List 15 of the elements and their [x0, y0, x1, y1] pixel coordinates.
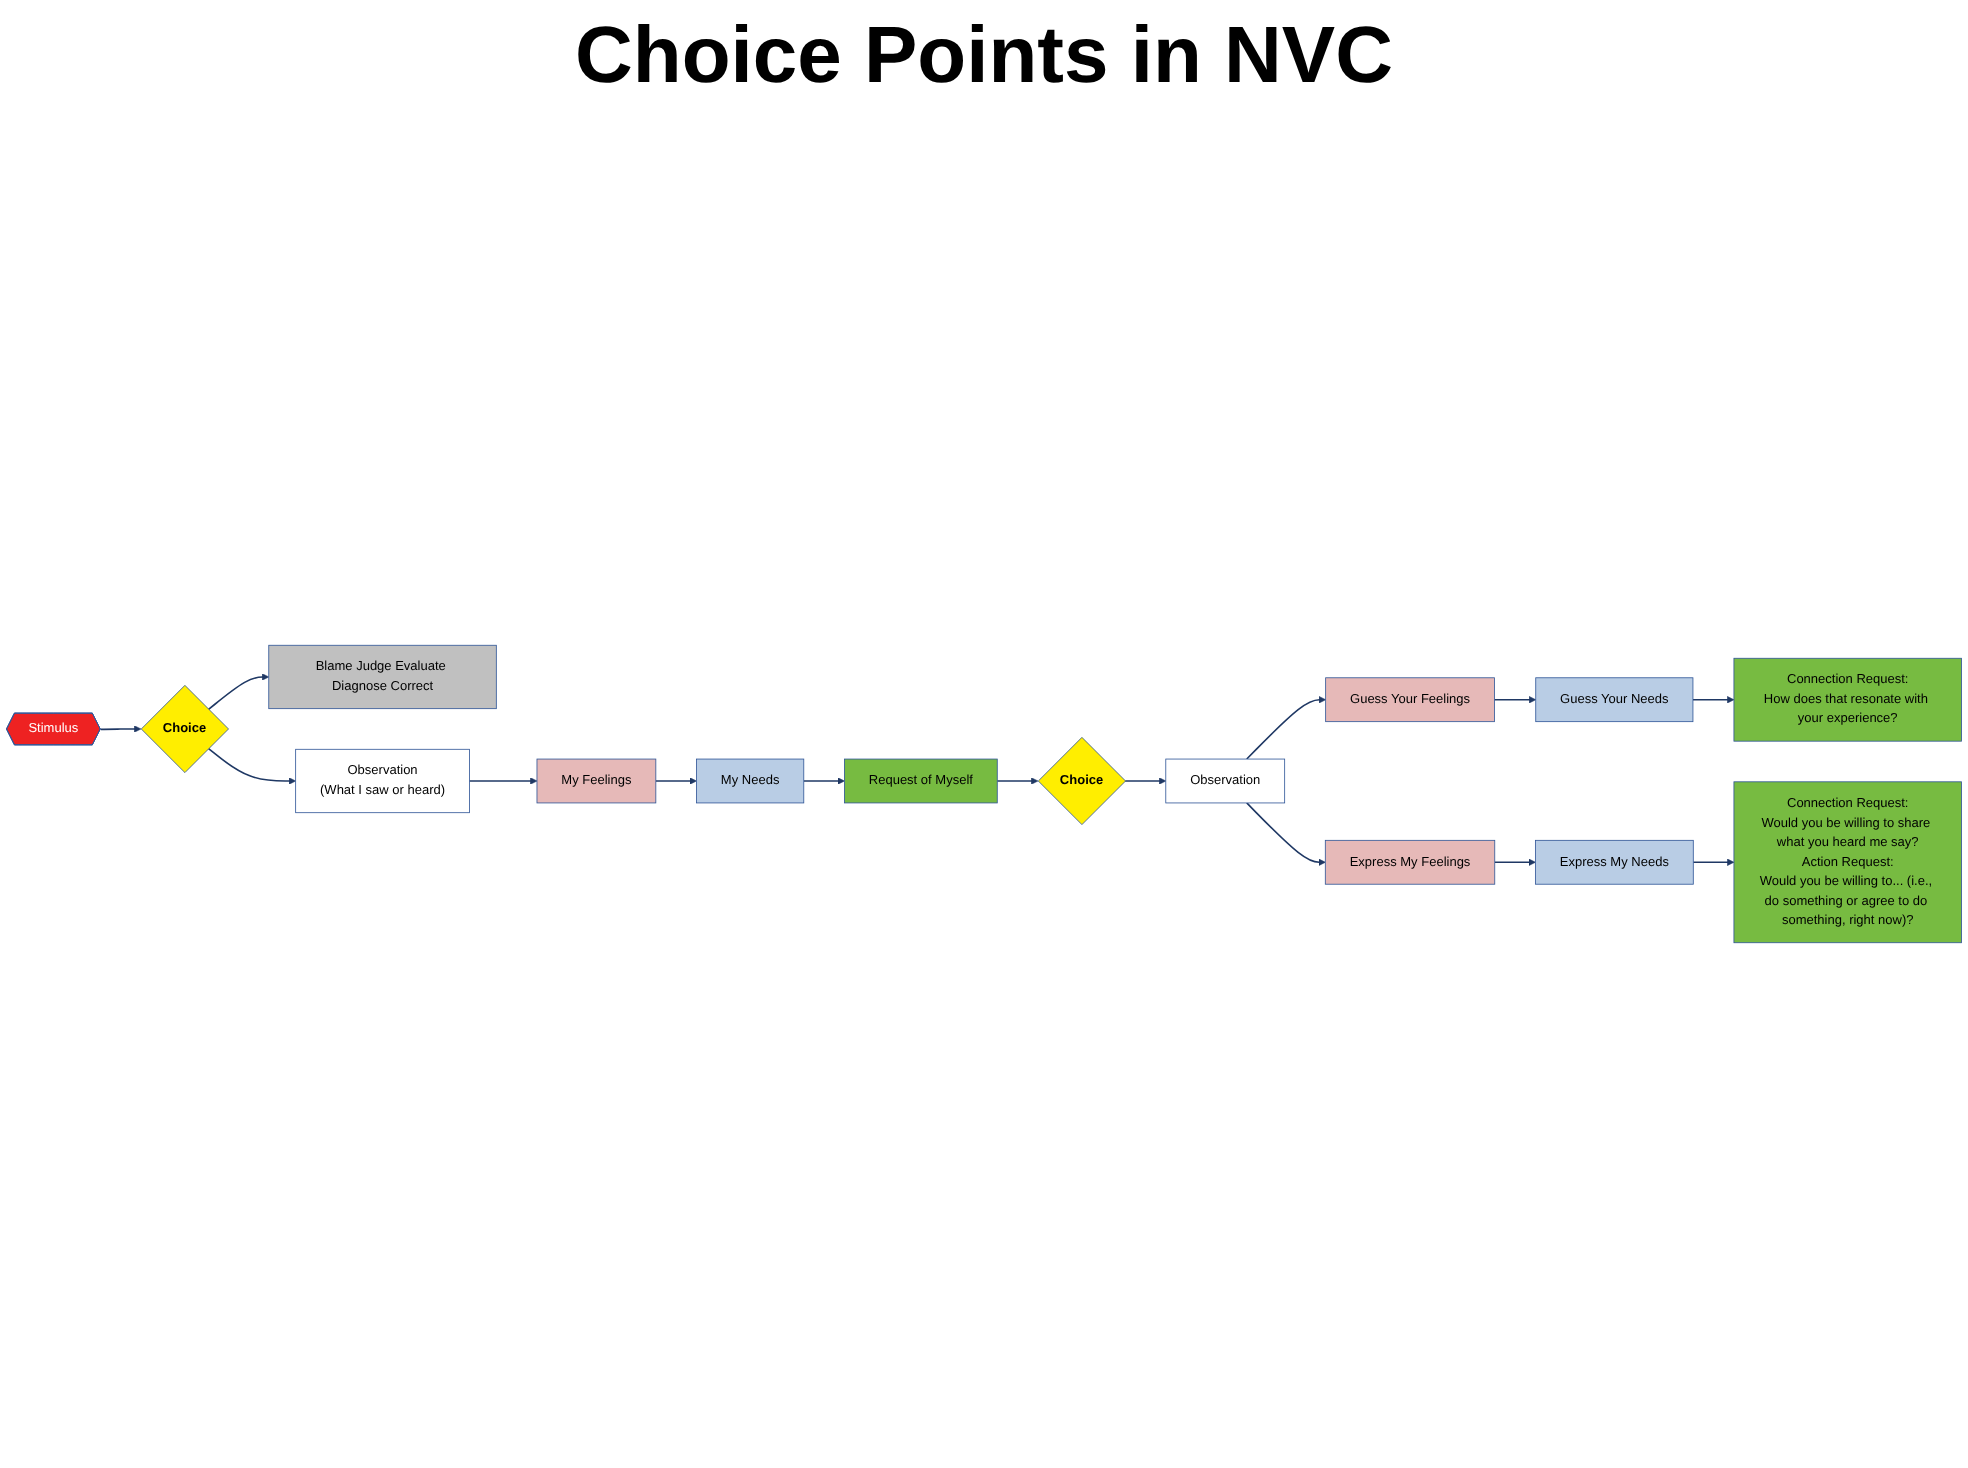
arrow [802, 777, 845, 785]
arrow [207, 673, 270, 711]
arrow [99, 725, 142, 733]
arrow [1124, 777, 1167, 785]
diagram-title: Choice Points in NVC [573, 12, 1395, 102]
arrow [1692, 696, 1735, 704]
arrow [1493, 858, 1536, 866]
arrow [1245, 802, 1326, 866]
arrow [1245, 696, 1326, 760]
arrow [207, 747, 296, 785]
arrow [655, 777, 697, 785]
arrow [468, 777, 538, 785]
arrow [1692, 858, 1735, 866]
arrow [1493, 696, 1537, 704]
arrow [996, 777, 1039, 785]
